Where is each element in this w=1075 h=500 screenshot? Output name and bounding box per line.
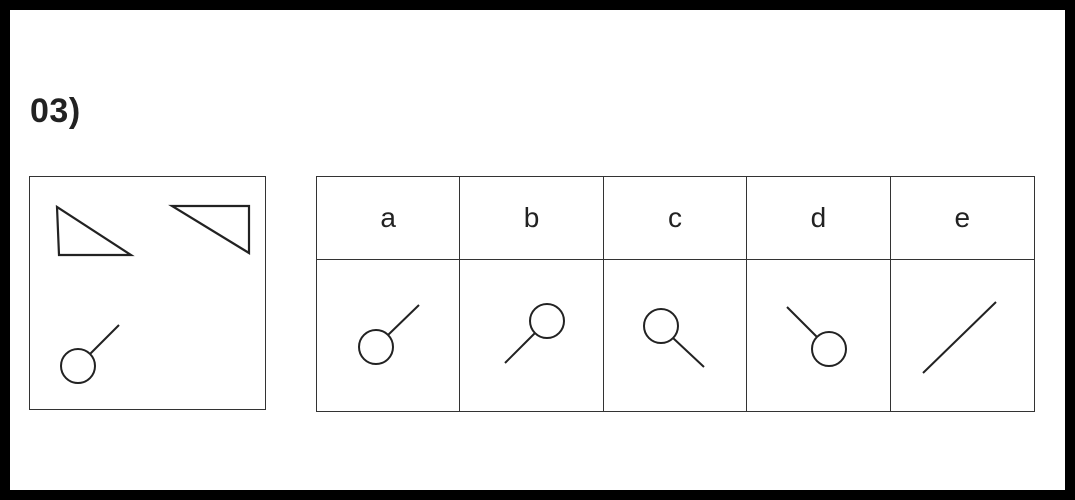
option-c[interactable] <box>604 260 748 411</box>
option-d[interactable] <box>747 260 891 411</box>
right-triangle-right <box>168 204 251 255</box>
option-label-a: a <box>317 177 461 260</box>
option-c-figure <box>642 308 705 368</box>
magnifier-circle <box>60 348 96 384</box>
option-a[interactable] <box>317 260 461 411</box>
worksheet-page: 03) a b c d e <box>10 10 1065 490</box>
option-label-e: e <box>890 177 1034 260</box>
option-b[interactable] <box>460 260 604 411</box>
option-d-figure <box>786 306 848 367</box>
option-e[interactable] <box>891 260 1034 411</box>
right-triangle-left <box>55 204 135 257</box>
option-a-figure <box>358 304 420 365</box>
option-b-figure <box>504 303 566 364</box>
answer-options-table: a b c d e <box>316 176 1035 412</box>
question-figure <box>55 204 251 384</box>
magnifier-handle <box>89 324 120 355</box>
option-label-c: c <box>603 177 748 260</box>
option-e-figure <box>921 301 997 374</box>
question-figure-box <box>29 176 266 410</box>
question-number: 03) <box>30 92 81 130</box>
option-label-d: d <box>747 177 891 260</box>
option-label-b: b <box>460 177 604 260</box>
